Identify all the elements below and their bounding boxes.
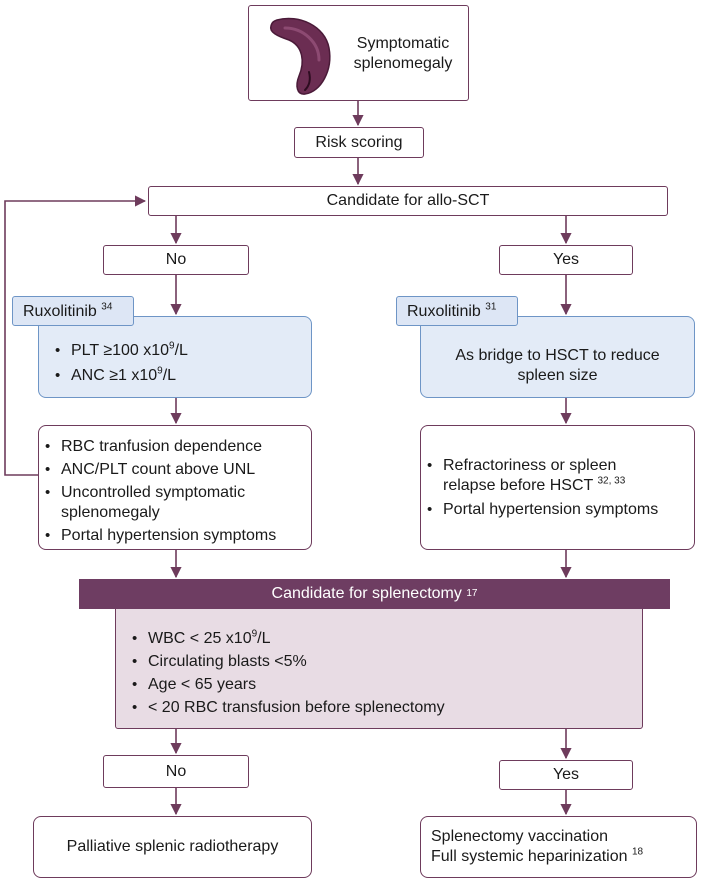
outcome-yes-box: Yes: [499, 760, 633, 790]
start-box: Symptomatic splenomegaly: [248, 5, 469, 101]
decision-yes-box: Yes: [499, 245, 633, 275]
failure-item: Uncontrolled symptomatic splenomegaly: [39, 483, 291, 523]
failure-item: ANC/PLT count above UNL: [39, 460, 291, 480]
allo-sct-box: Candidate for allo-SCT: [148, 186, 668, 216]
criteria-item: PLT ≥100 x109/L: [49, 341, 188, 361]
failure-item: RBC tranfusion dependence: [39, 437, 291, 457]
failure-item: Portal hypertension symptoms: [421, 500, 683, 520]
vaccination-box: Splenectomy vaccination Full systemic he…: [420, 816, 697, 878]
splenectomy-criteria-box: WBC < 25 x109/L Circulating blasts <5% A…: [115, 600, 643, 729]
spleen-icon: [269, 17, 331, 95]
arrow-loop-back-to-allo: [4, 195, 147, 476]
ruxolitinib-criteria-list: PLT ≥100 x109/L ANC ≥1 x109/L: [49, 341, 188, 386]
failure-criteria-right-list: Refractoriness or spleen relapse before …: [421, 456, 683, 520]
failure-criteria-left-list: RBC tranfusion dependence ANC/PLT count …: [39, 437, 291, 546]
splenectomy-title-bar: Candidate for splenectomy 17: [79, 579, 670, 609]
failure-item: Portal hypertension symptoms: [39, 526, 291, 546]
failure-item: Refractoriness or spleen relapse before …: [421, 456, 658, 496]
ruxolitinib-bridge-box: As bridge to HSCT to reduce spleen size: [420, 316, 695, 398]
failure-criteria-right-box: Refractoriness or spleen relapse before …: [420, 425, 695, 550]
criteria-item: Circulating blasts <5%: [126, 652, 445, 672]
ruxolitinib-criteria-box: PLT ≥100 x109/L ANC ≥1 x109/L: [38, 316, 312, 398]
outcome-no-box: No: [103, 755, 249, 788]
decision-no-box: No: [103, 245, 249, 275]
risk-scoring-box: Risk scoring: [294, 127, 424, 158]
criteria-item: Age < 65 years: [126, 675, 445, 695]
criteria-item: < 20 RBC transfusion before splenectomy: [126, 698, 445, 718]
failure-criteria-left-box: RBC tranfusion dependence ANC/PLT count …: [38, 425, 312, 550]
ruxolitinib-tag-left: Ruxolitinib 34: [12, 296, 134, 326]
ruxolitinib-tag-right: Ruxolitinib 31: [396, 296, 518, 326]
splenectomy-criteria-list: WBC < 25 x109/L Circulating blasts <5% A…: [126, 629, 445, 718]
criteria-item: ANC ≥1 x109/L: [49, 366, 188, 386]
radiotherapy-box: Palliative splenic radiotherapy: [33, 816, 312, 878]
start-label: Symptomatic splenomegaly: [353, 35, 453, 72]
criteria-item: WBC < 25 x109/L: [126, 629, 445, 649]
